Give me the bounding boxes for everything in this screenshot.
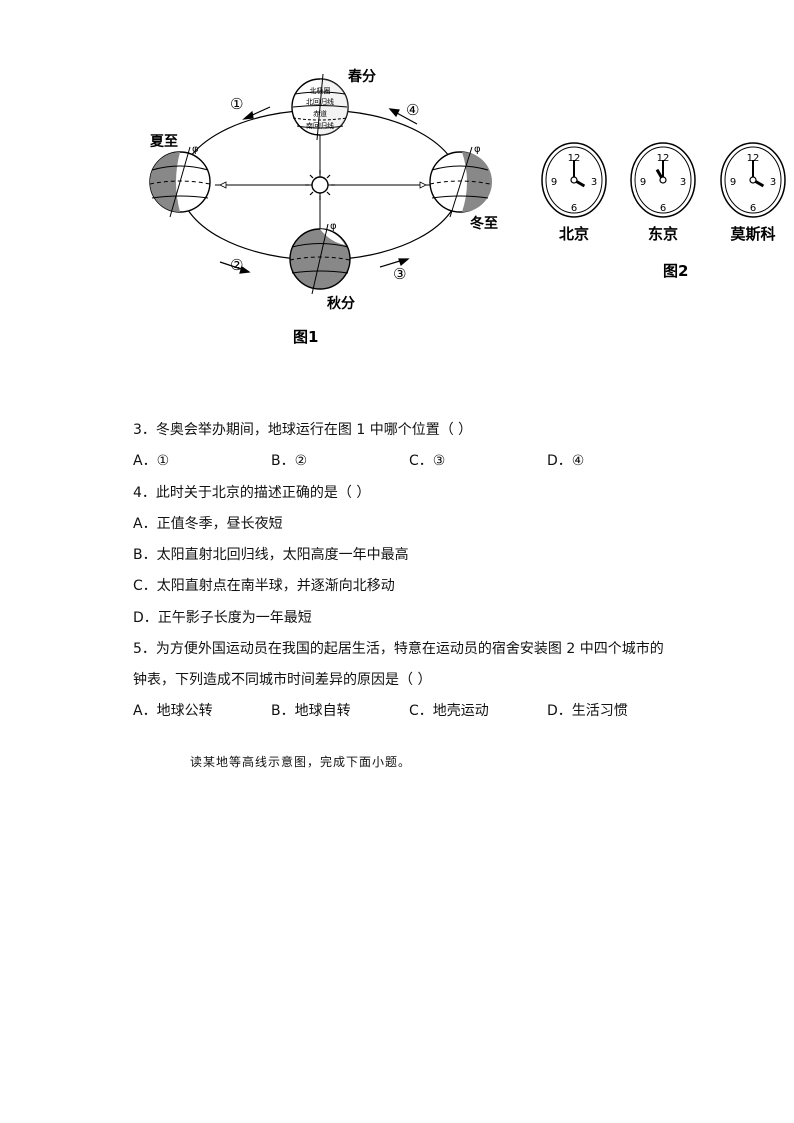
sun-icon <box>305 170 335 200</box>
clock-numeral: 3 <box>770 177 776 188</box>
clock-numeral: 6 <box>660 203 666 214</box>
figure2-caption: 图2 <box>663 262 688 280</box>
q4-option-b[interactable]: B．太阳直射北回归线，太阳高度一年中最高 <box>133 547 409 563</box>
arrow-label-4: ④ <box>406 101 419 119</box>
q4-option-d[interactable]: D．正午影子长度为一年最短 <box>133 610 312 626</box>
clock-numeral: 12 <box>568 153 581 164</box>
label-tropic-cancer: 北回归线 <box>306 97 334 106</box>
svg-text:φ: φ <box>474 144 481 155</box>
svg-text:φ: φ <box>330 221 337 232</box>
clock-numeral: 12 <box>657 153 670 164</box>
clock-numeral: 6 <box>750 203 756 214</box>
orbit-diagram: 北极圈 北回归线 赤道 南回归线 春分 φ 夏至 φ 冬至 φ 秋分 <box>149 68 498 346</box>
question-5-stem-line1: 5．为方便外国运动员在我国的起居生活，特意在运动员的宿舍安装图 2 中四个城市的 <box>133 641 664 657</box>
label-spring: 春分 <box>347 68 376 85</box>
globe-summer: φ <box>149 144 211 218</box>
q4-option-c[interactable]: C．太阳直射点在南半球，并逐渐向北移动 <box>133 578 395 594</box>
label-summer: 夏至 <box>150 133 178 150</box>
question-4-stem: 4．此时关于北京的描述正确的是（ ） <box>133 485 371 501</box>
question-3-stem: 3．冬奥会举办期间，地球运行在图 1 中哪个位置（ ） <box>133 422 473 438</box>
label-autumn: 秋分 <box>327 295 355 312</box>
clock-city-label: 莫斯科 <box>730 225 775 243</box>
clock-3: 12 3 6 9 莫斯科 <box>720 142 786 243</box>
clocks-figure: 12 3 6 9 北京 12 3 6 9 东京 12 3 6 9 莫斯科 图2 <box>541 142 786 280</box>
label-tropic-capricorn: 南回归线 <box>306 121 334 130</box>
question-5-stem-line2: 钟表，下列造成不同城市时间差异的原因是（ ） <box>133 672 432 688</box>
clock-city-label: 北京 <box>559 225 589 243</box>
q3-option-b[interactable]: B．② <box>271 453 308 469</box>
globe-autumn: φ <box>289 221 351 295</box>
direction-arrow-icons <box>219 106 418 274</box>
clock-numeral: 9 <box>551 177 557 188</box>
clock-numeral: 12 <box>747 153 760 164</box>
figure1-caption: 图1 <box>293 328 318 346</box>
label-arctic-circle: 北极圈 <box>310 86 331 95</box>
globe-spring: 北极圈 北回归线 赤道 南回归线 <box>291 73 349 141</box>
q5-option-b[interactable]: B．地球自转 <box>271 703 351 719</box>
arrow-label-2: ② <box>230 256 243 274</box>
q5-option-c[interactable]: C．地壳运动 <box>409 703 489 719</box>
q5-option-a[interactable]: A．地球公转 <box>133 703 213 719</box>
clock-1: 12 3 6 9 北京 <box>541 142 607 243</box>
clock-numeral: 3 <box>680 177 686 188</box>
q5-option-d[interactable]: D．生活习惯 <box>547 703 628 719</box>
clock-numeral: 9 <box>640 177 646 188</box>
label-winter: 冬至 <box>470 215 498 232</box>
svg-text:φ: φ <box>192 144 199 155</box>
instruction-text: 读某地等高线示意图，完成下面小题。 <box>190 755 412 769</box>
clock-city-label: 东京 <box>648 225 678 243</box>
q3-option-c[interactable]: C．③ <box>409 453 446 469</box>
arrow-label-1: ① <box>230 95 243 113</box>
globe-winter: φ <box>429 144 492 218</box>
q4-option-a[interactable]: A．正值冬季，昼长夜短 <box>133 516 283 532</box>
clock-numeral: 9 <box>730 177 736 188</box>
q3-option-d[interactable]: D．④ <box>547 453 585 469</box>
clock-2: 12 3 6 9 东京 <box>630 142 696 243</box>
label-equator: 赤道 <box>313 109 327 118</box>
arrow-label-3: ③ <box>393 265 406 283</box>
clock-numeral: 3 <box>591 177 597 188</box>
q3-option-a[interactable]: A．① <box>133 453 170 469</box>
clock-numeral: 6 <box>571 203 577 214</box>
